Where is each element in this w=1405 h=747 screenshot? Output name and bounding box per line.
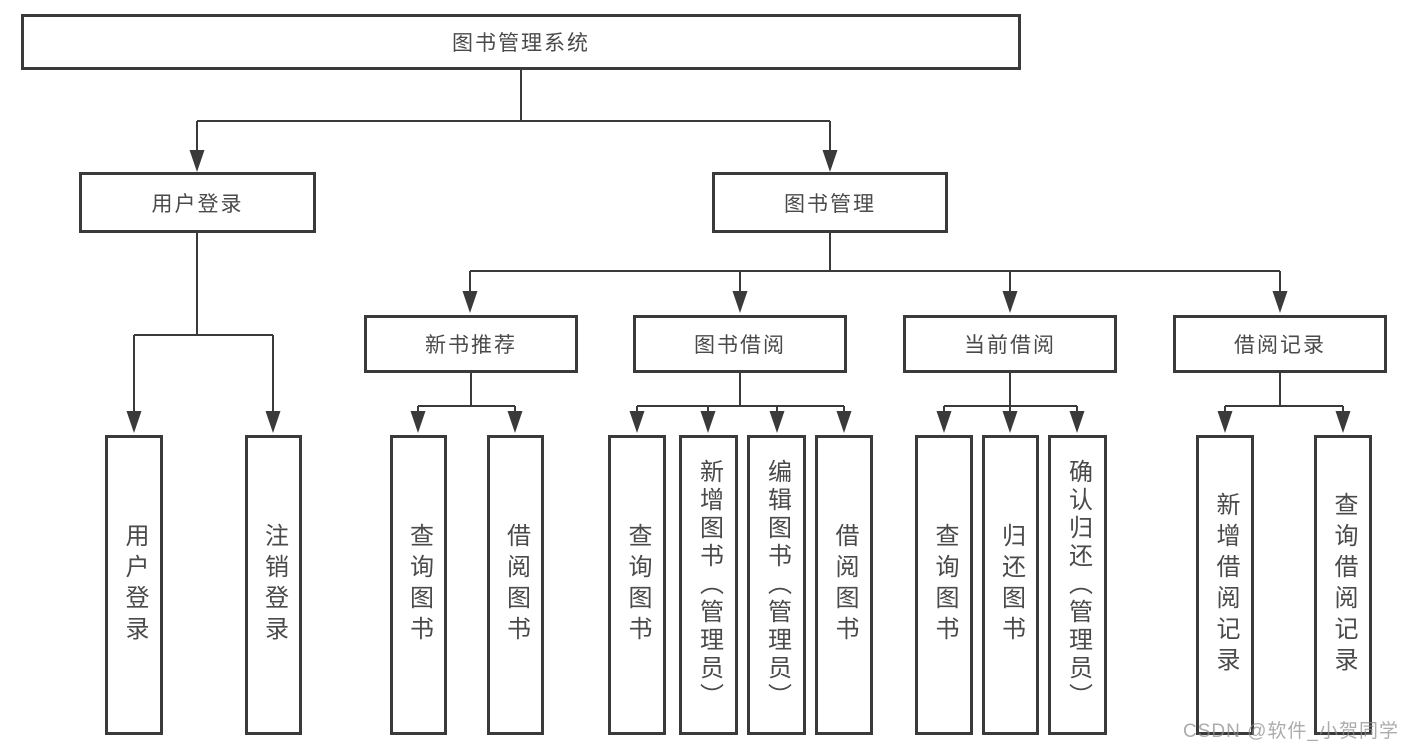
node-library-system-label: 图书管理系统 — [452, 32, 590, 55]
node-book-borrowing-label: 图书借阅 — [694, 334, 786, 357]
leaf-logout-login: 注销登录 — [245, 435, 302, 735]
leaf-query-books-borrow: 查询图书 — [608, 435, 666, 735]
leaf-query-books-borrow-label: 查询图书 — [624, 523, 651, 647]
leaf-borrow-books-borrow: 借阅图书 — [815, 435, 873, 735]
leaf-confirm-return-admin-label: 确认归还（管理员） — [1064, 459, 1092, 711]
node-new-book-recommend-label: 新书推荐 — [425, 334, 517, 357]
leaf-query-books-current: 查询图书 — [915, 435, 973, 735]
leaf-logout-login-label: 注销登录 — [260, 523, 288, 647]
leaf-edit-book-admin: 编辑图书（管理员） — [747, 435, 806, 735]
leaf-borrow-books-recommend: 借阅图书 — [487, 435, 544, 735]
node-borrowing-records-label: 借阅记录 — [1234, 334, 1326, 357]
leaf-add-borrow-record-label: 新增借阅记录 — [1212, 492, 1239, 678]
node-user-login-label: 用户登录 — [151, 192, 244, 216]
node-library-system: 图书管理系统 — [21, 14, 1021, 70]
leaf-query-borrow-record: 查询借阅记录 — [1314, 435, 1372, 735]
node-user-login: 用户登录 — [79, 172, 316, 233]
leaf-return-books: 归还图书 — [982, 435, 1039, 735]
node-book-management: 图书管理 — [712, 172, 948, 233]
leaf-query-borrow-record-label: 查询借阅记录 — [1330, 492, 1357, 678]
leaf-user-login-label: 用户登录 — [121, 523, 148, 647]
leaf-return-books-label: 归还图书 — [997, 523, 1025, 647]
leaf-edit-book-admin-label: 编辑图书（管理员） — [763, 459, 791, 711]
leaf-user-login: 用户登录 — [105, 435, 163, 735]
node-current-borrowing-label: 当前借阅 — [964, 334, 1056, 357]
node-current-borrowing: 当前借阅 — [903, 315, 1117, 373]
leaf-borrow-books-borrow-label: 借阅图书 — [831, 523, 858, 647]
node-book-management-label: 图书管理 — [784, 192, 876, 216]
node-book-borrowing: 图书借阅 — [633, 315, 847, 373]
leaf-borrow-books-recommend-label: 借阅图书 — [502, 523, 530, 647]
node-borrowing-records: 借阅记录 — [1173, 315, 1387, 373]
leaf-query-books-recommend: 查询图书 — [390, 435, 447, 735]
leaf-add-borrow-record: 新增借阅记录 — [1196, 435, 1254, 735]
leaf-confirm-return-admin: 确认归还（管理员） — [1048, 435, 1107, 735]
watermark: CSDN @软件_小贺同学 — [1183, 721, 1399, 742]
leaf-add-book-admin: 新增图书（管理员） — [679, 435, 738, 735]
leaf-add-book-admin-label: 新增图书（管理员） — [695, 459, 723, 711]
leaf-query-books-recommend-label: 查询图书 — [405, 523, 433, 647]
leaf-query-books-current-label: 查询图书 — [931, 523, 958, 647]
node-new-book-recommend: 新书推荐 — [364, 315, 578, 373]
